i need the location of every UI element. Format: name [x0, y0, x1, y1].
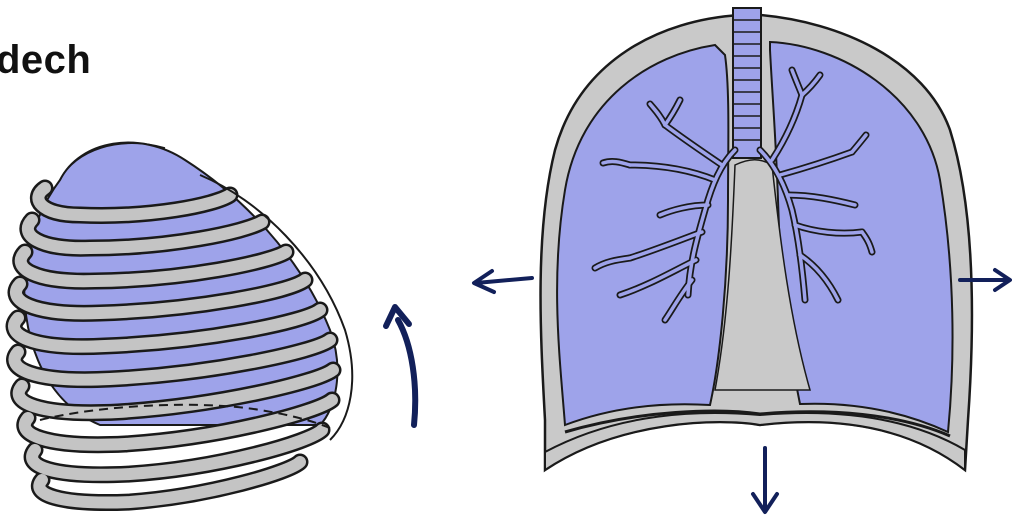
lungs-front-diagram — [541, 8, 972, 470]
arrow-up-curved-icon — [386, 307, 415, 425]
trachea — [733, 8, 761, 158]
ribcage-diagram — [14, 143, 352, 503]
arrow-down-icon — [753, 448, 777, 512]
arrow-left-icon — [474, 271, 532, 292]
